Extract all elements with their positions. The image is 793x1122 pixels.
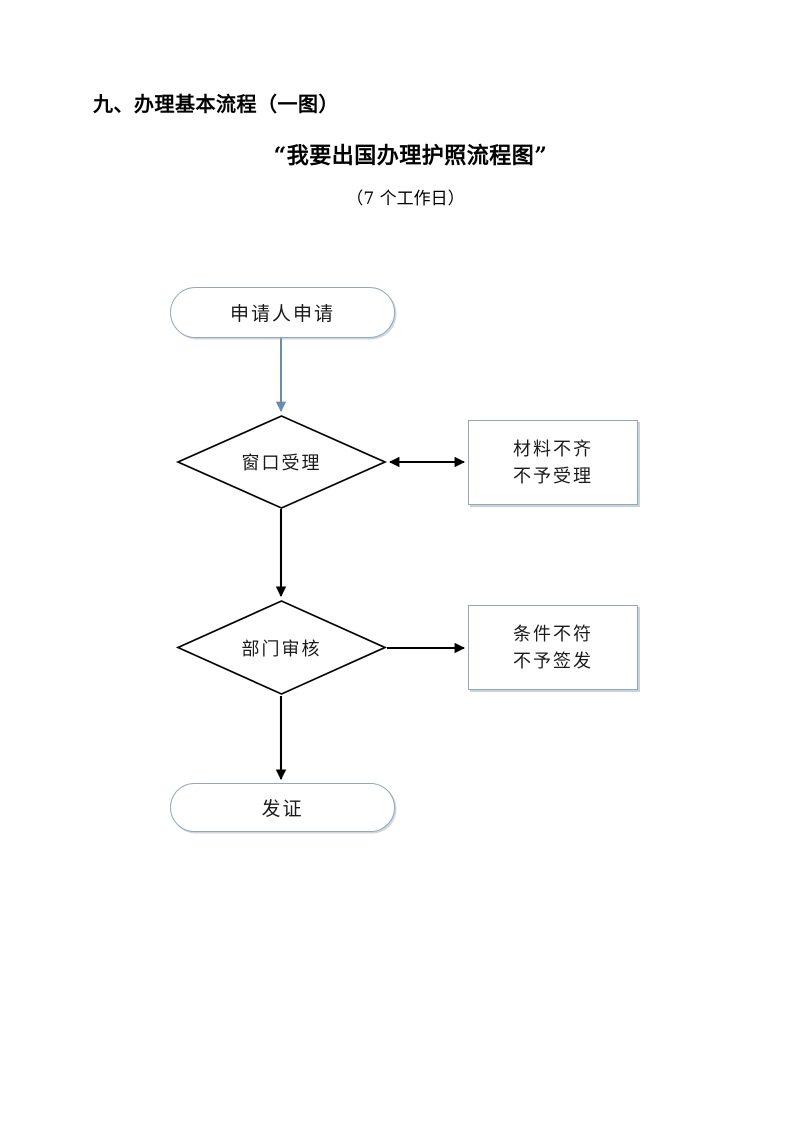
diamond-shape bbox=[175, 415, 388, 509]
page-title: “我要出国办理护照流程图” bbox=[273, 143, 548, 169]
page-subtitle: （7 个工作日） bbox=[346, 189, 465, 209]
flow-node-start[interactable]: 申请人申请 bbox=[170, 287, 395, 338]
flow-node-reject-conditions-line1: 条件不符 bbox=[513, 623, 593, 645]
flow-node-issue[interactable]: 发证 bbox=[170, 783, 395, 832]
section-heading: 九、办理基本流程（一图） bbox=[93, 92, 339, 116]
flow-node-start-label: 申请人申请 bbox=[229, 303, 335, 325]
flow-node-issue-label: 发证 bbox=[261, 798, 304, 820]
flow-node-reject-conditions-line2: 不予签发 bbox=[513, 650, 593, 672]
flow-node-department-review-label: 部门审核 bbox=[241, 638, 322, 660]
diamond-shape bbox=[175, 600, 388, 695]
flow-node-reject-materials-line1: 材料不齐 bbox=[513, 438, 593, 460]
flow-node-window-intake[interactable]: 窗口受理 bbox=[175, 415, 388, 509]
flow-node-window-intake-label: 窗口受理 bbox=[241, 453, 322, 474]
flow-node-reject-materials-line2: 不予受理 bbox=[513, 465, 593, 487]
flow-node-reject-conditions[interactable]: 条件不符 不予签发 bbox=[468, 605, 638, 690]
flow-node-department-review[interactable]: 部门审核 bbox=[175, 600, 388, 695]
flow-node-reject-materials[interactable]: 材料不齐 不予受理 bbox=[468, 420, 638, 505]
